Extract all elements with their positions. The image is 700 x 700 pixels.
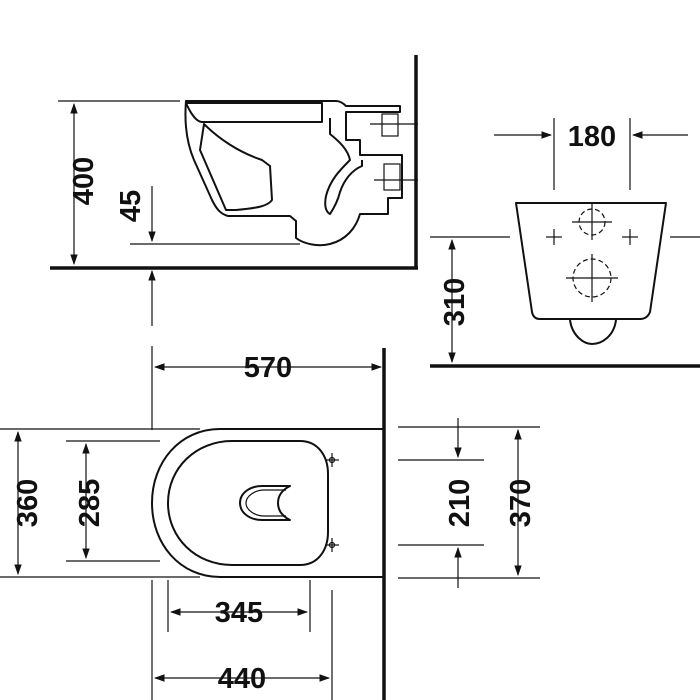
dim-400-label: 400 bbox=[68, 157, 100, 205]
drain-opening-inner bbox=[245, 489, 286, 517]
seat-plan-outline bbox=[167, 440, 329, 566]
outlet-connector bbox=[383, 163, 401, 191]
bowl-inner bbox=[199, 123, 273, 211]
bowl-profile bbox=[184, 100, 403, 247]
dim-570-label: 570 bbox=[244, 352, 292, 384]
dim-180-label: 180 bbox=[568, 121, 616, 153]
seat-outline bbox=[185, 102, 323, 123]
dim-310-label: 310 bbox=[439, 278, 471, 326]
left-fixing-mark bbox=[546, 229, 562, 245]
bolt-mark-top bbox=[325, 453, 339, 467]
dim-370-label: 370 bbox=[505, 479, 537, 527]
rear-body-outline bbox=[515, 202, 667, 320]
bowl-plan-outline bbox=[151, 428, 384, 578]
rear-elevation-view: 180 310 bbox=[430, 118, 700, 368]
dim-45-label: 45 bbox=[115, 190, 147, 222]
dim-210-label: 210 bbox=[444, 479, 476, 527]
plan-view: 570 360 285 210 370 345 440 bbox=[0, 346, 540, 700]
side-elevation-view: 400 45 bbox=[50, 55, 418, 326]
dim-360-label: 360 bbox=[12, 479, 44, 527]
trapway bbox=[324, 118, 363, 215]
drain-opening bbox=[239, 485, 291, 521]
dim-285-label: 285 bbox=[74, 479, 106, 527]
inlet-connector bbox=[381, 113, 399, 137]
rear-outlet-outline bbox=[569, 319, 617, 345]
bolt-mark-bottom bbox=[325, 538, 339, 552]
dim-345-label: 345 bbox=[215, 597, 263, 629]
right-fixing-mark bbox=[622, 229, 638, 245]
dim-440-label: 440 bbox=[218, 663, 266, 695]
